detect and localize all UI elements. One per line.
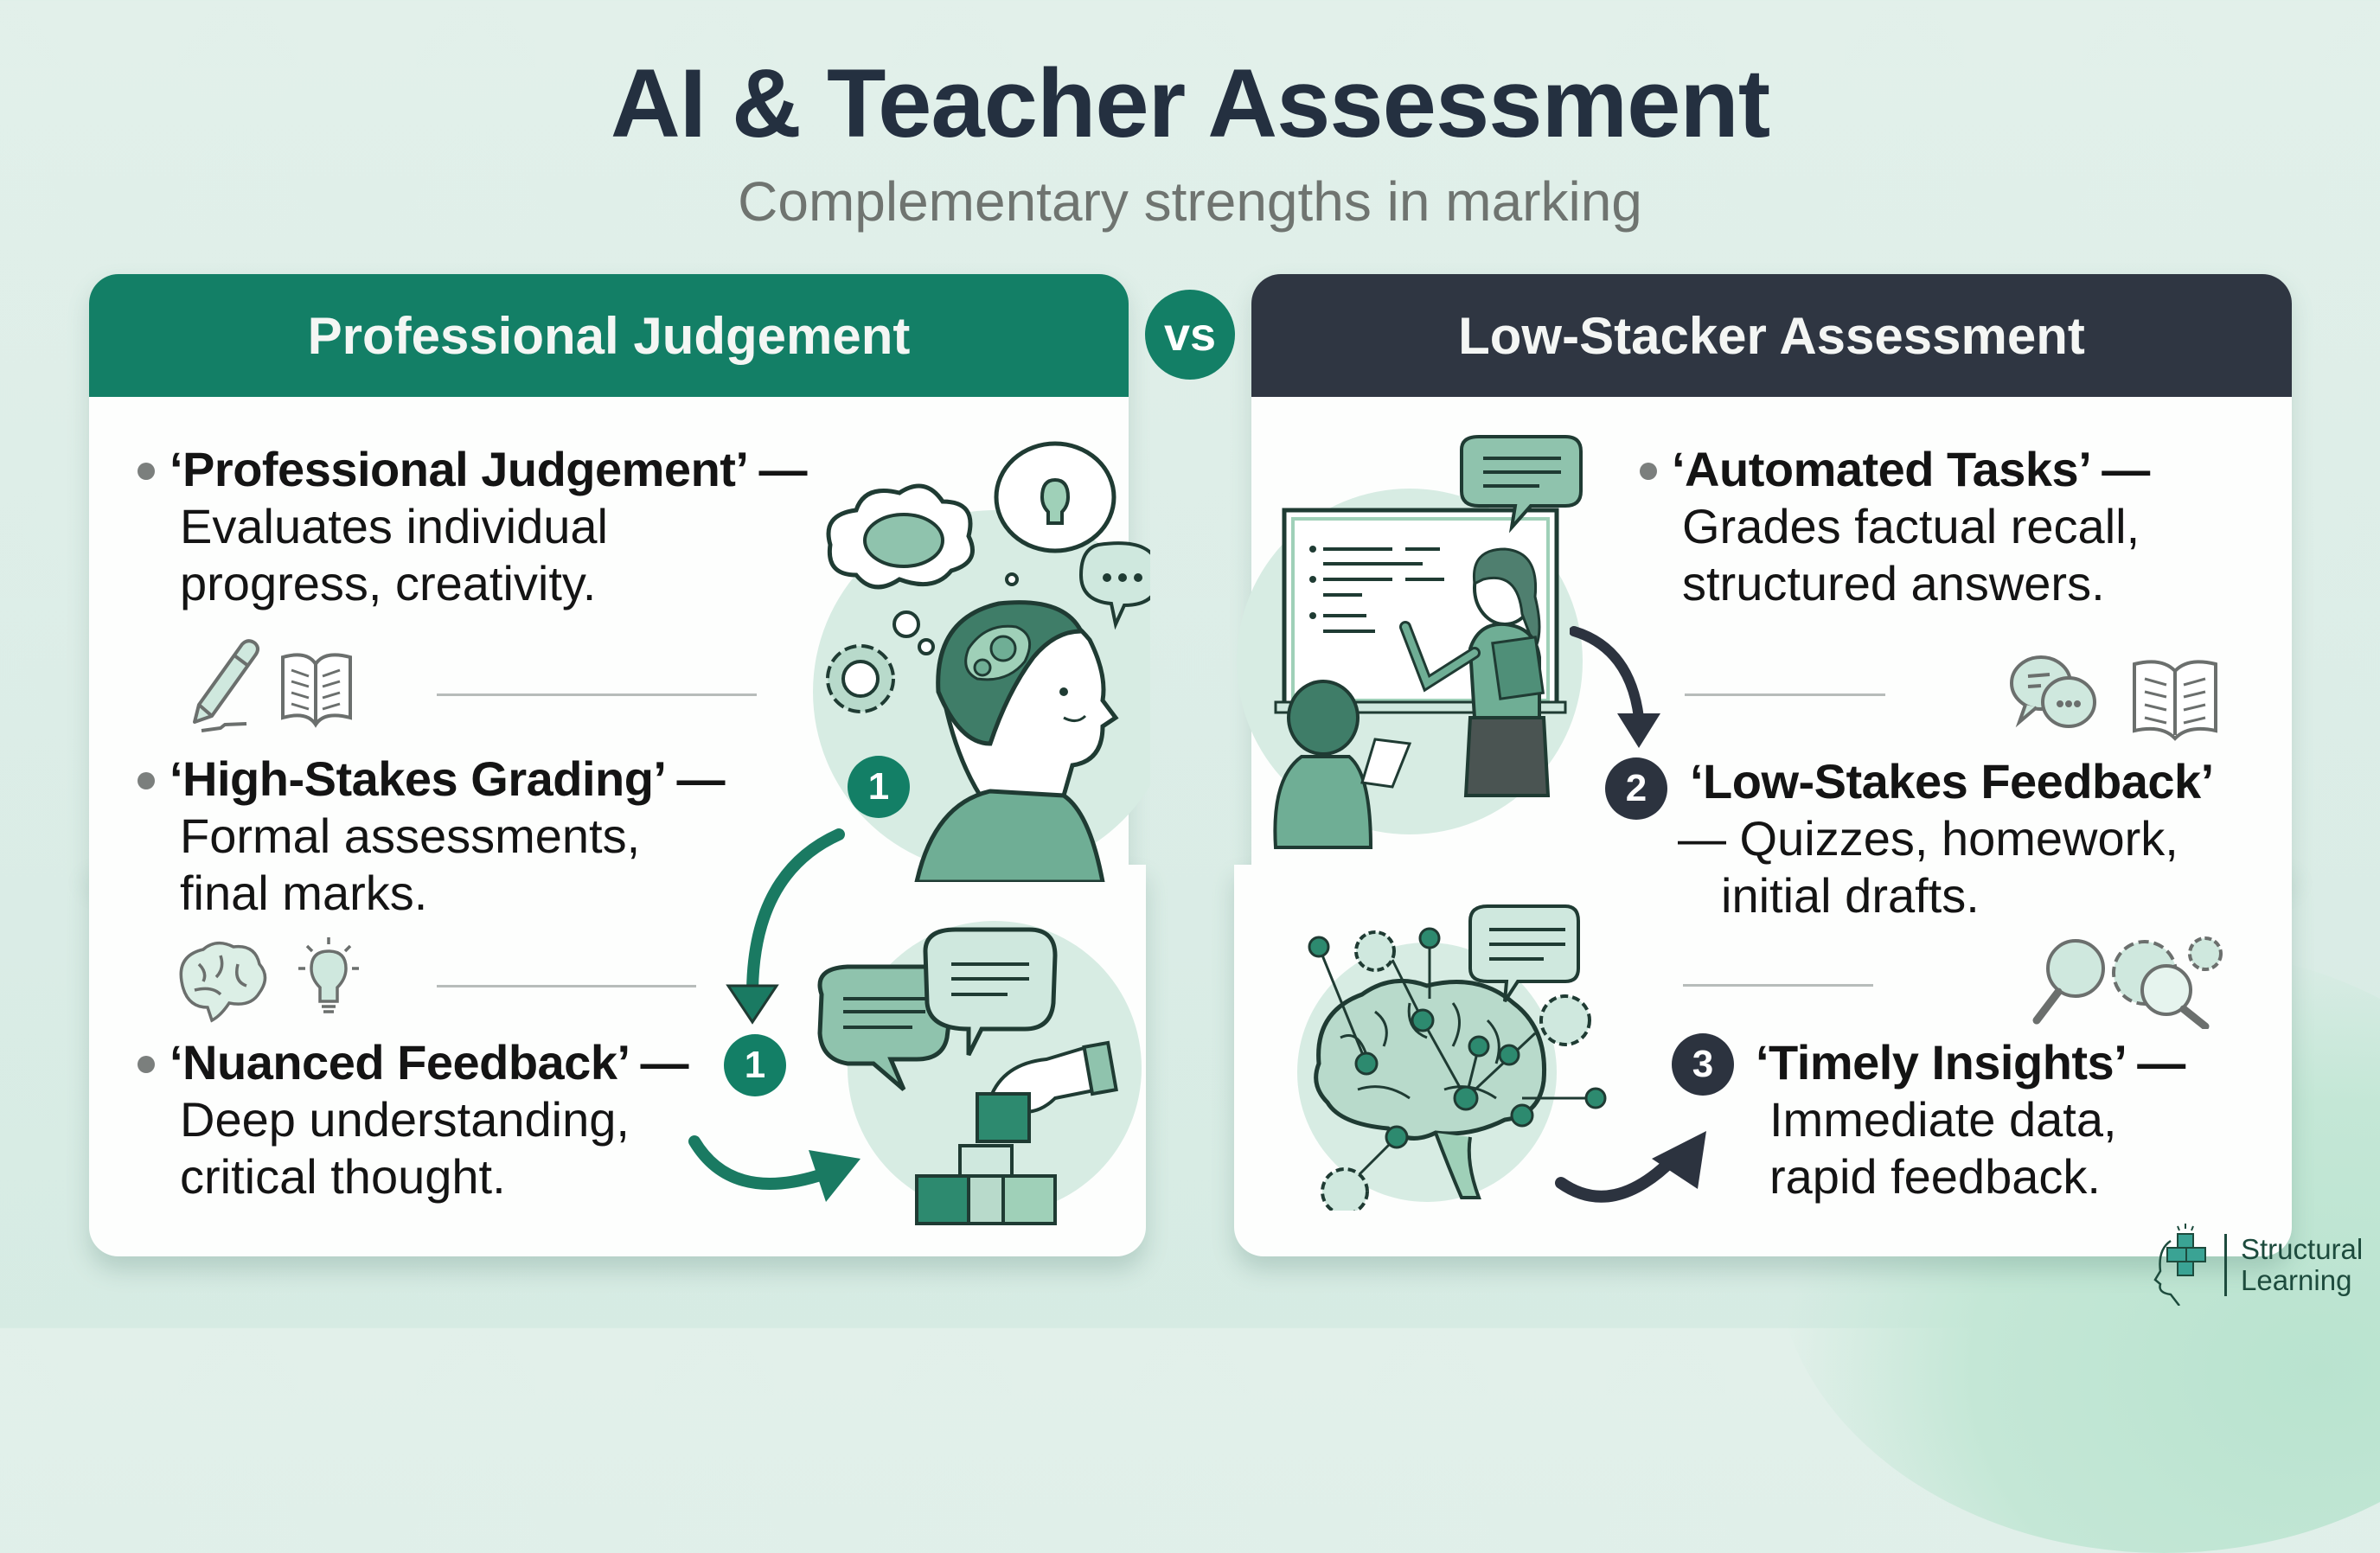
item-heading: ‘Nuanced Feedback’ —: [170, 1035, 688, 1090]
item-description-line: Deep understanding,: [180, 1092, 630, 1147]
divider: [1685, 693, 1885, 696]
structural-learning-logo: Structural Learning: [2153, 1224, 2363, 1306]
step-badge-2: 2: [1605, 757, 1667, 820]
item-description-line: rapid feedback.: [1769, 1149, 2101, 1204]
thinking-student-illustration: [813, 441, 1150, 882]
item-heading: ‘Low-Stakes Feedback’: [1690, 754, 2214, 808]
divider: [437, 693, 757, 696]
item-description-line: structured answers.: [1682, 556, 2105, 610]
logo-text: Structural Learning: [2224, 1232, 2364, 1296]
item-description-line: progress, creativity.: [180, 556, 597, 610]
step-badge-1: 1: [724, 1034, 786, 1096]
lightbulb-icon: [298, 937, 359, 1013]
curved-arrow-down-icon: [1570, 626, 1660, 748]
right-item-low-stakes-feedback: ‘Low-Stakes Feedback’: [1690, 753, 2214, 810]
open-book-icon: [2133, 660, 2217, 741]
left-item-professional-judgement: ‘Professional Judgement’ — Evaluates ind…: [170, 441, 807, 612]
curved-arrow-down-icon: [726, 828, 845, 1025]
left-item-nuanced-feedback: ‘Nuanced Feedback’ — Deep understanding,…: [170, 1034, 688, 1205]
divider: [1683, 984, 1873, 987]
right-item-timely-insights: ‘Timely Insights’ — Immediate data, rapi…: [1756, 1034, 2185, 1205]
right-item-low-stakes-feedback-desc: — Quizzes, homework, initial drafts.: [1678, 810, 2178, 924]
page-title: AI & Teacher Assessment: [610, 49, 1770, 157]
teacher-panel-title: Professional Judgement: [307, 306, 911, 365]
ai-panel-title: Low-Stacker Assessment: [1458, 306, 2085, 365]
gears-magnifier-icon: [2112, 936, 2223, 1029]
step-badge-1: 1: [848, 756, 910, 818]
pencil-icon: [193, 639, 352, 732]
item-heading: ‘High-Stakes Grading’ —: [170, 751, 725, 806]
speech-bubbles-and-blocks-illustration: [817, 921, 1142, 1225]
item-description-line: final marks.: [180, 866, 428, 920]
head-puzzle-icon: [2153, 1224, 2206, 1306]
magnifier-icon: [2032, 936, 2223, 1029]
item-heading: ‘Automated Tasks’ —: [1672, 442, 2150, 496]
right-item-automated-tasks: ‘Automated Tasks’ — Grades factual recal…: [1672, 441, 2150, 612]
logo-line-1: Structural: [2241, 1232, 2364, 1265]
left-item-high-stakes-grading: ‘High-Stakes Grading’ — Formal assessmen…: [170, 751, 725, 922]
bullet-dot: [138, 463, 155, 480]
teacher-at-whiteboard-illustration: [1237, 435, 1583, 849]
networked-brain-illustration: [1297, 904, 1607, 1211]
step-badge-3: 3: [1672, 1033, 1734, 1096]
item-heading: ‘Professional Judgement’ —: [170, 442, 807, 496]
bullet-dot: [1640, 463, 1657, 480]
bullet-dot: [138, 1056, 155, 1073]
vs-badge: vs: [1145, 290, 1235, 380]
item-description-line: Immediate data,: [1769, 1092, 2117, 1147]
item-description-line: Grades factual recall,: [1682, 499, 2140, 553]
curved-arrow-right-icon: [688, 1135, 861, 1202]
curved-arrow-up-right-icon: [1555, 1131, 1706, 1203]
bullet-dot: [138, 772, 155, 789]
ai-panel-header: Low-Stacker Assessment: [1251, 274, 2292, 397]
teacher-panel-header: Professional Judgement: [89, 274, 1129, 397]
item-description-line: — Quizzes, homework,: [1678, 811, 2178, 866]
item-description-line: critical thought.: [180, 1149, 506, 1204]
divider: [437, 985, 696, 987]
item-description-line: Evaluates individual: [180, 499, 608, 553]
logo-line-2: Learning: [2241, 1263, 2352, 1296]
chat-bubbles-icon: [2010, 655, 2217, 741]
item-description-line: Formal assessments,: [180, 808, 641, 863]
open-book-icon: [281, 653, 352, 728]
item-heading: ‘Timely Insights’ —: [1756, 1035, 2185, 1090]
item-description-line: initial drafts.: [1721, 868, 1980, 923]
page-subtitle: Complementary strengths in marking: [738, 170, 1642, 233]
brain-icon: [179, 937, 359, 1023]
